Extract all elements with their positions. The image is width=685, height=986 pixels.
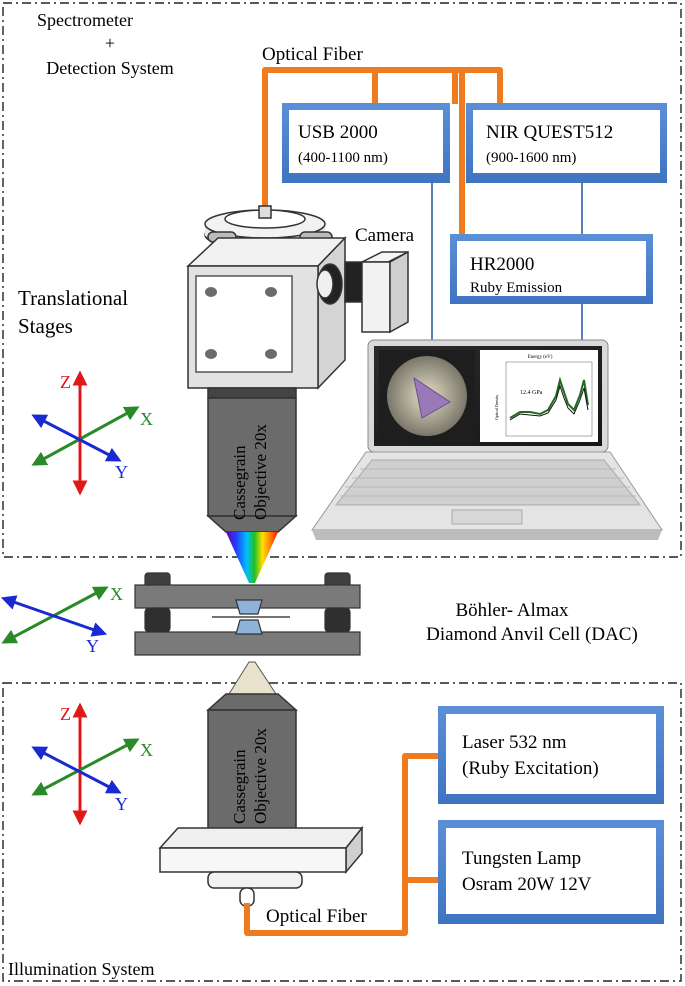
middle-axes xyxy=(0,586,109,644)
plus-label: + xyxy=(105,33,115,53)
lamp-box: Tungsten Lamp Osram 20W 12V xyxy=(438,820,664,924)
hr2000-name: HR2000 xyxy=(470,254,534,275)
illumination-section-frame xyxy=(2,682,682,982)
bottom-axis-z: Z xyxy=(60,704,71,724)
nirquest-box: NIR QUEST512 (900-1600 nm) xyxy=(466,103,667,183)
stages-label: Stages xyxy=(18,314,73,338)
microscope-head xyxy=(186,205,347,390)
bottom-fiber-label: Optical Fiber xyxy=(266,906,367,927)
chart-pressure: 12.4 GPa xyxy=(520,390,543,396)
top-optical-fiber xyxy=(262,67,503,238)
rainbow-beam xyxy=(226,532,278,583)
laptop: Energy (eV) 12.4 GPa Optical Density xyxy=(311,339,663,540)
illumination-label: Illumination System xyxy=(8,959,155,979)
detection-system-label: Detection System xyxy=(46,58,173,78)
bottom-objective-line1: Cassegrain xyxy=(230,749,249,824)
translational-label: Translational xyxy=(18,286,128,310)
top-axis-y: Y xyxy=(115,462,128,482)
dac-line2: Diamond Anvil Cell (DAC) xyxy=(426,624,638,645)
top-objective-line2: Objective 20x xyxy=(251,424,270,520)
bottom-cone xyxy=(228,661,277,695)
laser-box: Laser 532 nm (Ruby Excitation) xyxy=(438,706,664,804)
chart-ylabel: Optical Density xyxy=(494,395,499,420)
laser-line1: Laser 532 nm xyxy=(462,732,567,753)
bottom-optical-fiber xyxy=(244,753,438,936)
top-objective-line1: Cassegrain xyxy=(230,445,249,520)
middle-axis-y: Y xyxy=(86,636,99,656)
middle-axis-x: X xyxy=(110,584,123,604)
top-objective xyxy=(206,387,298,533)
laser-line2: (Ruby Excitation) xyxy=(462,758,599,779)
camera-label: Camera xyxy=(355,225,415,246)
dac xyxy=(134,572,361,656)
chart-title: Energy (eV) xyxy=(528,355,553,360)
data-cables xyxy=(431,183,583,345)
spectrometer-label: Spectrometer xyxy=(37,10,133,30)
hr2000-box: HR2000 Ruby Emission xyxy=(450,234,653,304)
bottom-axis-y: Y xyxy=(115,794,128,814)
bottom-stage xyxy=(158,825,364,907)
nirquest-name: NIR QUEST512 xyxy=(486,122,613,143)
lamp-line1: Tungsten Lamp xyxy=(462,848,581,869)
detection-section-frame xyxy=(2,2,682,558)
usb2000-range: (400-1100 nm) xyxy=(298,150,388,166)
usb2000-box: USB 2000 (400-1100 nm) xyxy=(282,103,450,183)
hr2000-range: Ruby Emission xyxy=(470,280,563,296)
spectrum-curve xyxy=(509,376,589,419)
usb2000-name: USB 2000 xyxy=(298,122,378,143)
top-axis-x: X xyxy=(140,409,153,429)
dac-line1: Böhler- Almax xyxy=(455,600,569,621)
lamp-line2: Osram 20W 12V xyxy=(462,874,592,895)
nirquest-range: (900-1600 nm) xyxy=(486,150,576,166)
bottom-axis-x: X xyxy=(140,740,153,760)
top-fiber-label: Optical Fiber xyxy=(262,44,363,65)
spectrum-chart xyxy=(480,350,598,442)
bottom-axes xyxy=(31,702,140,826)
camera xyxy=(316,250,409,334)
bottom-objective-line2: Objective 20x xyxy=(251,728,270,824)
top-axis-z: Z xyxy=(60,372,71,392)
top-axes xyxy=(31,370,140,496)
